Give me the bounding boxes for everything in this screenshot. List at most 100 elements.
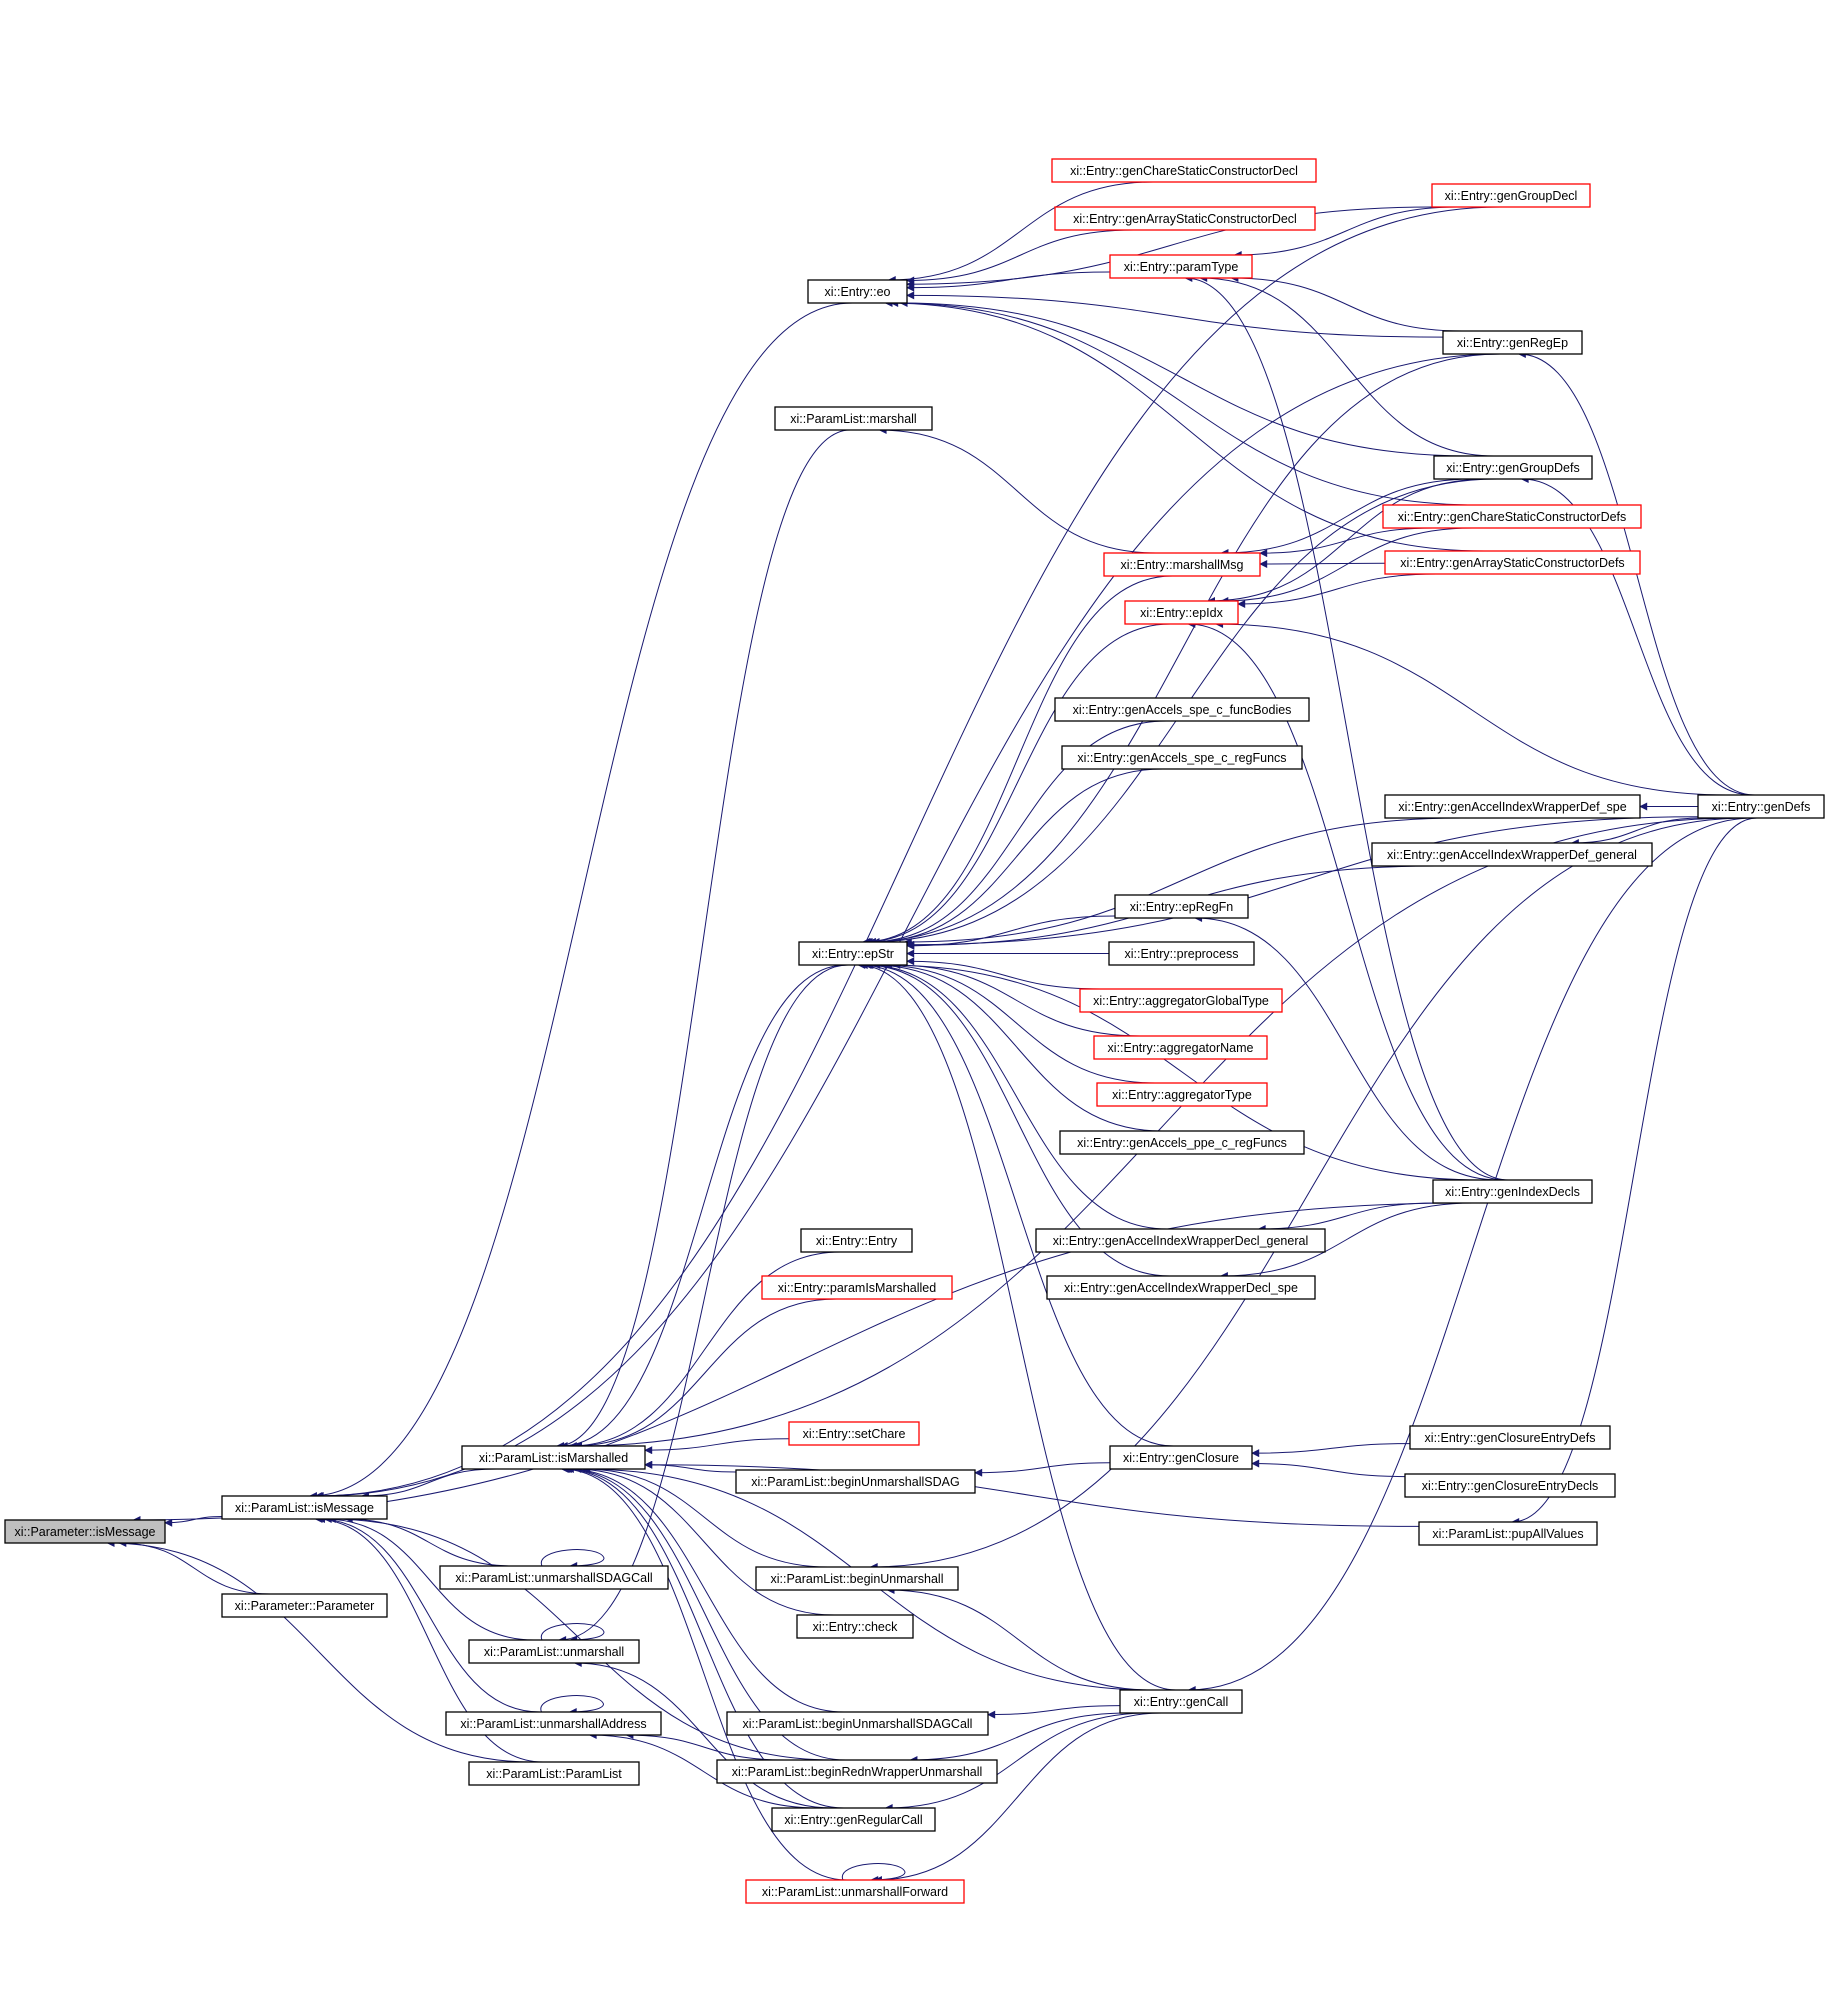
node-gengroupdefs[interactable]: xi::Entry::genGroupDefs (1433, 455, 1593, 480)
call-edge (878, 426, 1157, 554)
node-unm-addr[interactable]: xi::ParamList::unmarshallAddress (445, 1711, 662, 1736)
node-box (1109, 254, 1253, 279)
node-e-entry[interactable]: xi::Entry::Entry (800, 1228, 913, 1253)
node-begredn[interactable]: xi::ParamList::beginRednWrapperUnmarshal… (716, 1759, 998, 1784)
node-box (4, 1519, 166, 1544)
node-gengroupdecl[interactable]: xi::Entry::genGroupDecl (1431, 183, 1591, 208)
call-edge (974, 1462, 1111, 1477)
node-label: xi::Entry::genRegularCall (784, 1813, 922, 1827)
node-accels-spe-func[interactable]: xi::Entry::genAccels_spe_c_funcBodies (1054, 697, 1310, 722)
node-label: xi::ParamList::beginUnmarshall (771, 1572, 944, 1586)
node-label: xi::Entry::genCall (1134, 1695, 1228, 1709)
node-closure-decls[interactable]: xi::Entry::genClosureEntryDecls (1404, 1473, 1616, 1498)
node-begunm-sdag[interactable]: xi::ParamList::beginUnmarshallSDAG (735, 1469, 976, 1494)
node-box (468, 1761, 640, 1786)
node-label: xi::Entry::genDefs (1712, 800, 1811, 814)
node-unm-fwd[interactable]: xi::ParamList::unmarshallForward (745, 1879, 965, 1904)
node-aggr-type[interactable]: xi::Entry::aggregatorType (1096, 1082, 1268, 1107)
node-accidx-decl-spe[interactable]: xi::Entry::genAccelIndexWrapperDecl_spe (1046, 1275, 1316, 1300)
node-unm[interactable]: xi::ParamList::unmarshall (468, 1639, 640, 1664)
node-check[interactable]: xi::Entry::check (796, 1614, 914, 1639)
call-edge (842, 1863, 906, 1884)
node-box (1697, 794, 1825, 819)
call-edge (873, 1712, 1162, 1884)
node-label: xi::Entry::preprocess (1125, 947, 1239, 961)
call-edge (1206, 478, 1487, 605)
call-edge (1215, 620, 1727, 796)
node-aggr-global[interactable]: xi::Entry::aggregatorGlobalType (1079, 988, 1283, 1013)
node-ismarsh[interactable]: xi::ParamList::isMarshalled (461, 1445, 646, 1470)
node-label: xi::ParamList::marshall (790, 412, 916, 426)
node-genindexdecls[interactable]: xi::Entry::genIndexDecls (1432, 1179, 1593, 1204)
node-accels-spe-reg[interactable]: xi::Entry::genAccels_spe_c_regFuncs (1061, 745, 1303, 770)
node-root[interactable]: xi::Parameter::isMessage (4, 1519, 166, 1544)
node-box (761, 1275, 953, 1300)
node-box (1442, 330, 1583, 355)
node-label: xi::Parameter::Parameter (235, 1599, 375, 1613)
node-pupall[interactable]: xi::ParamList::pupAllValues (1418, 1521, 1598, 1546)
node-array-static-defs[interactable]: xi::Entry::genArrayStaticConstructorDefs (1384, 550, 1641, 575)
node-pl-ismsg[interactable]: xi::ParamList::isMessage (221, 1495, 388, 1520)
node-epregfn[interactable]: xi::Entry::epRegFn (1114, 894, 1249, 919)
call-edge (1251, 1443, 1411, 1458)
node-genregcall[interactable]: xi::Entry::genRegularCall (771, 1807, 936, 1832)
node-accidx-def-spe[interactable]: xi::Entry::genAccelIndexWrapperDef_spe (1384, 794, 1641, 819)
node-preprocess[interactable]: xi::Entry::preprocess (1108, 941, 1255, 966)
node-box (771, 1807, 936, 1832)
node-box (1433, 455, 1593, 480)
node-paramtype[interactable]: xi::Entry::paramType (1109, 254, 1253, 279)
node-accels-ppe-reg[interactable]: xi::Entry::genAccels_ppe_c_regFuncs (1059, 1130, 1305, 1155)
node-chare-static-defs[interactable]: xi::Entry::genChareStaticConstructorDefs (1382, 504, 1642, 529)
node-genclosure[interactable]: xi::Entry::genClosure (1109, 1445, 1253, 1470)
node-closure-defs[interactable]: xi::Entry::genClosureEntryDefs (1409, 1425, 1611, 1450)
call-edge (906, 291, 1444, 338)
node-eo[interactable]: xi::Entry::eo (807, 279, 908, 304)
node-gencall[interactable]: xi::Entry::genCall (1119, 1689, 1243, 1714)
node-label: xi::Entry::genClosureEntryDefs (1425, 1431, 1596, 1445)
node-param-ctor[interactable]: xi::Parameter::Parameter (221, 1593, 388, 1618)
node-aggr-name[interactable]: xi::Entry::aggregatorName (1093, 1035, 1268, 1060)
call-edge (863, 623, 1171, 946)
node-label: xi::Entry::genIndexDecls (1445, 1185, 1580, 1199)
node-array-static-decl[interactable]: xi::Entry::genArrayStaticConstructorDecl (1054, 206, 1316, 231)
node-pl-ctor[interactable]: xi::ParamList::ParamList (468, 1761, 640, 1786)
node-gendefs[interactable]: xi::Entry::genDefs (1697, 794, 1825, 819)
call-edge (563, 1465, 846, 1761)
node-accidx-def-gen[interactable]: xi::Entry::genAccelIndexWrapperDef_gener… (1371, 842, 1653, 867)
node-marshall[interactable]: xi::ParamList::marshall (774, 406, 933, 431)
node-label: xi::ParamList::unmarshallForward (762, 1885, 948, 1899)
node-chare-static-decl[interactable]: xi::Entry::genChareStaticConstructorDecl (1051, 158, 1317, 183)
node-setchare[interactable]: xi::Entry::setChare (788, 1421, 920, 1446)
node-paramismarsh[interactable]: xi::Entry::paramIsMarshalled (761, 1275, 953, 1300)
node-genregep[interactable]: xi::Entry::genRegEp (1442, 330, 1583, 355)
call-edge (344, 1515, 514, 1567)
node-label: xi::Entry::genGroupDefs (1446, 461, 1579, 475)
call-edge (556, 429, 851, 1450)
call-edge (164, 1516, 223, 1527)
call-edge (540, 1695, 605, 1716)
node-label: xi::Entry::genAccels_ppe_c_regFuncs (1077, 1136, 1287, 1150)
call-edge (323, 1515, 535, 1641)
node-box (735, 1469, 976, 1494)
node-epstr[interactable]: xi::Entry::epStr (798, 941, 908, 966)
node-accidx-decl-gen[interactable]: xi::Entry::genAccelIndexWrapperDecl_gene… (1035, 1228, 1326, 1253)
node-begunm[interactable]: xi::ParamList::beginUnmarshall (755, 1566, 959, 1591)
call-edge (1257, 1202, 1435, 1233)
node-box (1054, 206, 1316, 231)
call-edge (887, 181, 1153, 284)
node-marshallmsg[interactable]: xi::Entry::marshallMsg (1103, 552, 1261, 577)
node-box (1432, 1179, 1593, 1204)
node-box (807, 279, 908, 304)
node-box (1061, 745, 1303, 770)
call-edge (1184, 274, 1509, 1181)
call-edge (1233, 206, 1458, 259)
node-box (439, 1565, 669, 1590)
node-epidx[interactable]: xi::Entry::epIdx (1124, 600, 1239, 625)
node-box (1431, 183, 1591, 208)
node-unm-sdag[interactable]: xi::ParamList::unmarshallSDAGCall (439, 1565, 669, 1590)
call-edge (625, 1731, 785, 1761)
call-edge (890, 299, 1479, 506)
node-begunm-sdagcall[interactable]: xi::ParamList::beginUnmarshallSDAGCall (726, 1711, 989, 1736)
call-edge (568, 1251, 841, 1450)
node-box (1114, 894, 1249, 919)
